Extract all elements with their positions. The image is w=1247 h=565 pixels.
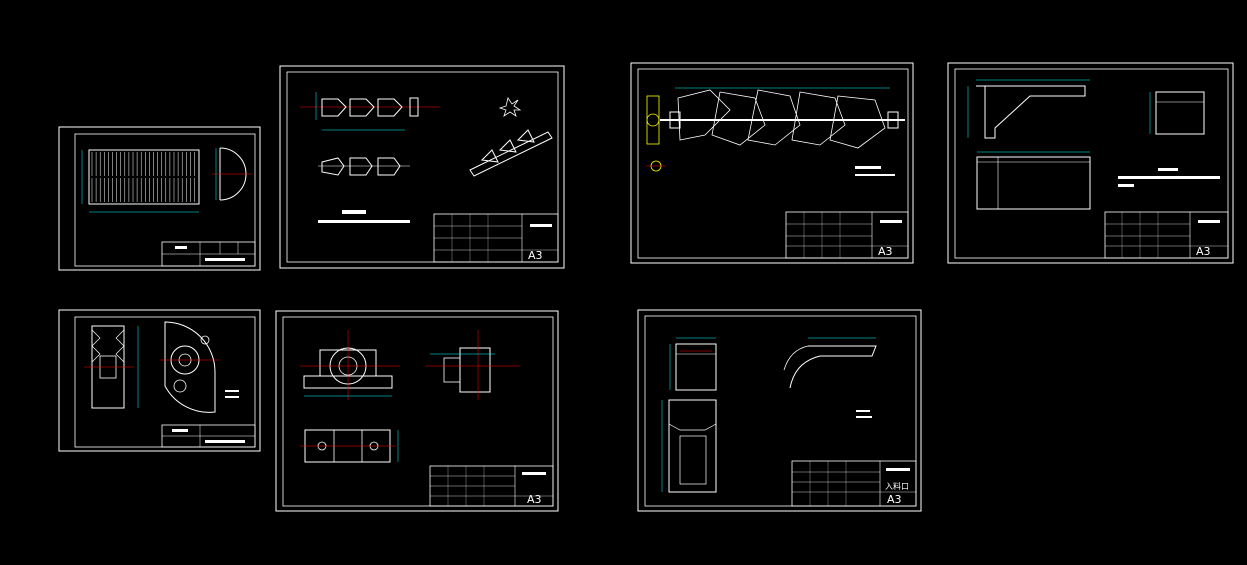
- sheet-inner-border: [286, 71, 559, 263]
- sheet-inner-border: [282, 316, 554, 507]
- sieve-side-view: [212, 147, 252, 201]
- technical-notes: [1118, 168, 1220, 187]
- sheet-stirring-blade[interactable]: A3: [279, 65, 565, 269]
- sheet-size-label: A3: [1196, 245, 1211, 258]
- title-block: [161, 424, 256, 448]
- sieve-grid-view: [81, 149, 200, 213]
- sheet-bearing-seat[interactable]: A3: [275, 310, 559, 512]
- blade-assembly-top-view: [300, 92, 440, 131]
- blade-cross-icon: [498, 97, 522, 117]
- sheet-inner-border: [74, 133, 256, 267]
- sheet-frame[interactable]: A3: [947, 62, 1234, 264]
- sheet-outer-border: [637, 309, 922, 512]
- sheet-size-label: A3: [527, 493, 542, 506]
- sheet-stirring-shaft[interactable]: A3: [630, 62, 914, 264]
- frame-top-view: [976, 151, 1091, 210]
- sheet-outer-border: [279, 65, 565, 269]
- pulley-section-view: [84, 325, 139, 409]
- bearing-top-view: [300, 429, 399, 463]
- pulley-front-view: [160, 321, 239, 413]
- sheet-size-label: A3: [528, 249, 543, 262]
- inlet-front-view: [669, 337, 717, 391]
- sheet-inner-border: [637, 68, 909, 259]
- shaft-with-paddles: [660, 87, 905, 149]
- inlet-curve-view: [783, 337, 877, 389]
- technical-notes: [856, 410, 872, 418]
- sheet-size-label: A3: [878, 245, 893, 258]
- title-block: A3: [785, 211, 909, 259]
- frame-side-view: [967, 79, 1090, 139]
- sheet-feed-inlet[interactable]: 入料口 A3: [637, 309, 922, 512]
- blade-assembly-iso-view: [469, 129, 553, 177]
- sheet-outer-border: [947, 62, 1234, 264]
- sheet-outer-border: [58, 309, 261, 452]
- title-block: A3: [429, 465, 554, 507]
- frame-end-view: [1149, 91, 1205, 135]
- sheet-outer-border: [58, 126, 261, 271]
- title-block: A3: [1104, 211, 1229, 259]
- shaft-end-view: [646, 95, 666, 172]
- bearing-front-view: [300, 330, 400, 400]
- sheet-name-label: 入料口: [885, 481, 909, 491]
- sheet-outer-border: [275, 310, 559, 512]
- blade-assembly-front-view: [318, 157, 410, 176]
- title-block: 入料口 A3: [791, 460, 917, 507]
- technical-notes: [855, 166, 895, 176]
- inlet-top-view: [661, 399, 717, 493]
- sheet-inner-border: [644, 315, 917, 507]
- sheet-inner-border: [954, 68, 1229, 259]
- sheet-outer-border: [630, 62, 914, 264]
- title-block: A3: [433, 213, 559, 263]
- sheet-pulley[interactable]: [58, 309, 261, 452]
- bearing-side-view: [425, 330, 520, 400]
- title-block: [161, 241, 256, 267]
- sheet-size-label: A3: [887, 493, 902, 506]
- sheet-sieve-plate[interactable]: [58, 126, 261, 271]
- technical-notes: [318, 210, 410, 223]
